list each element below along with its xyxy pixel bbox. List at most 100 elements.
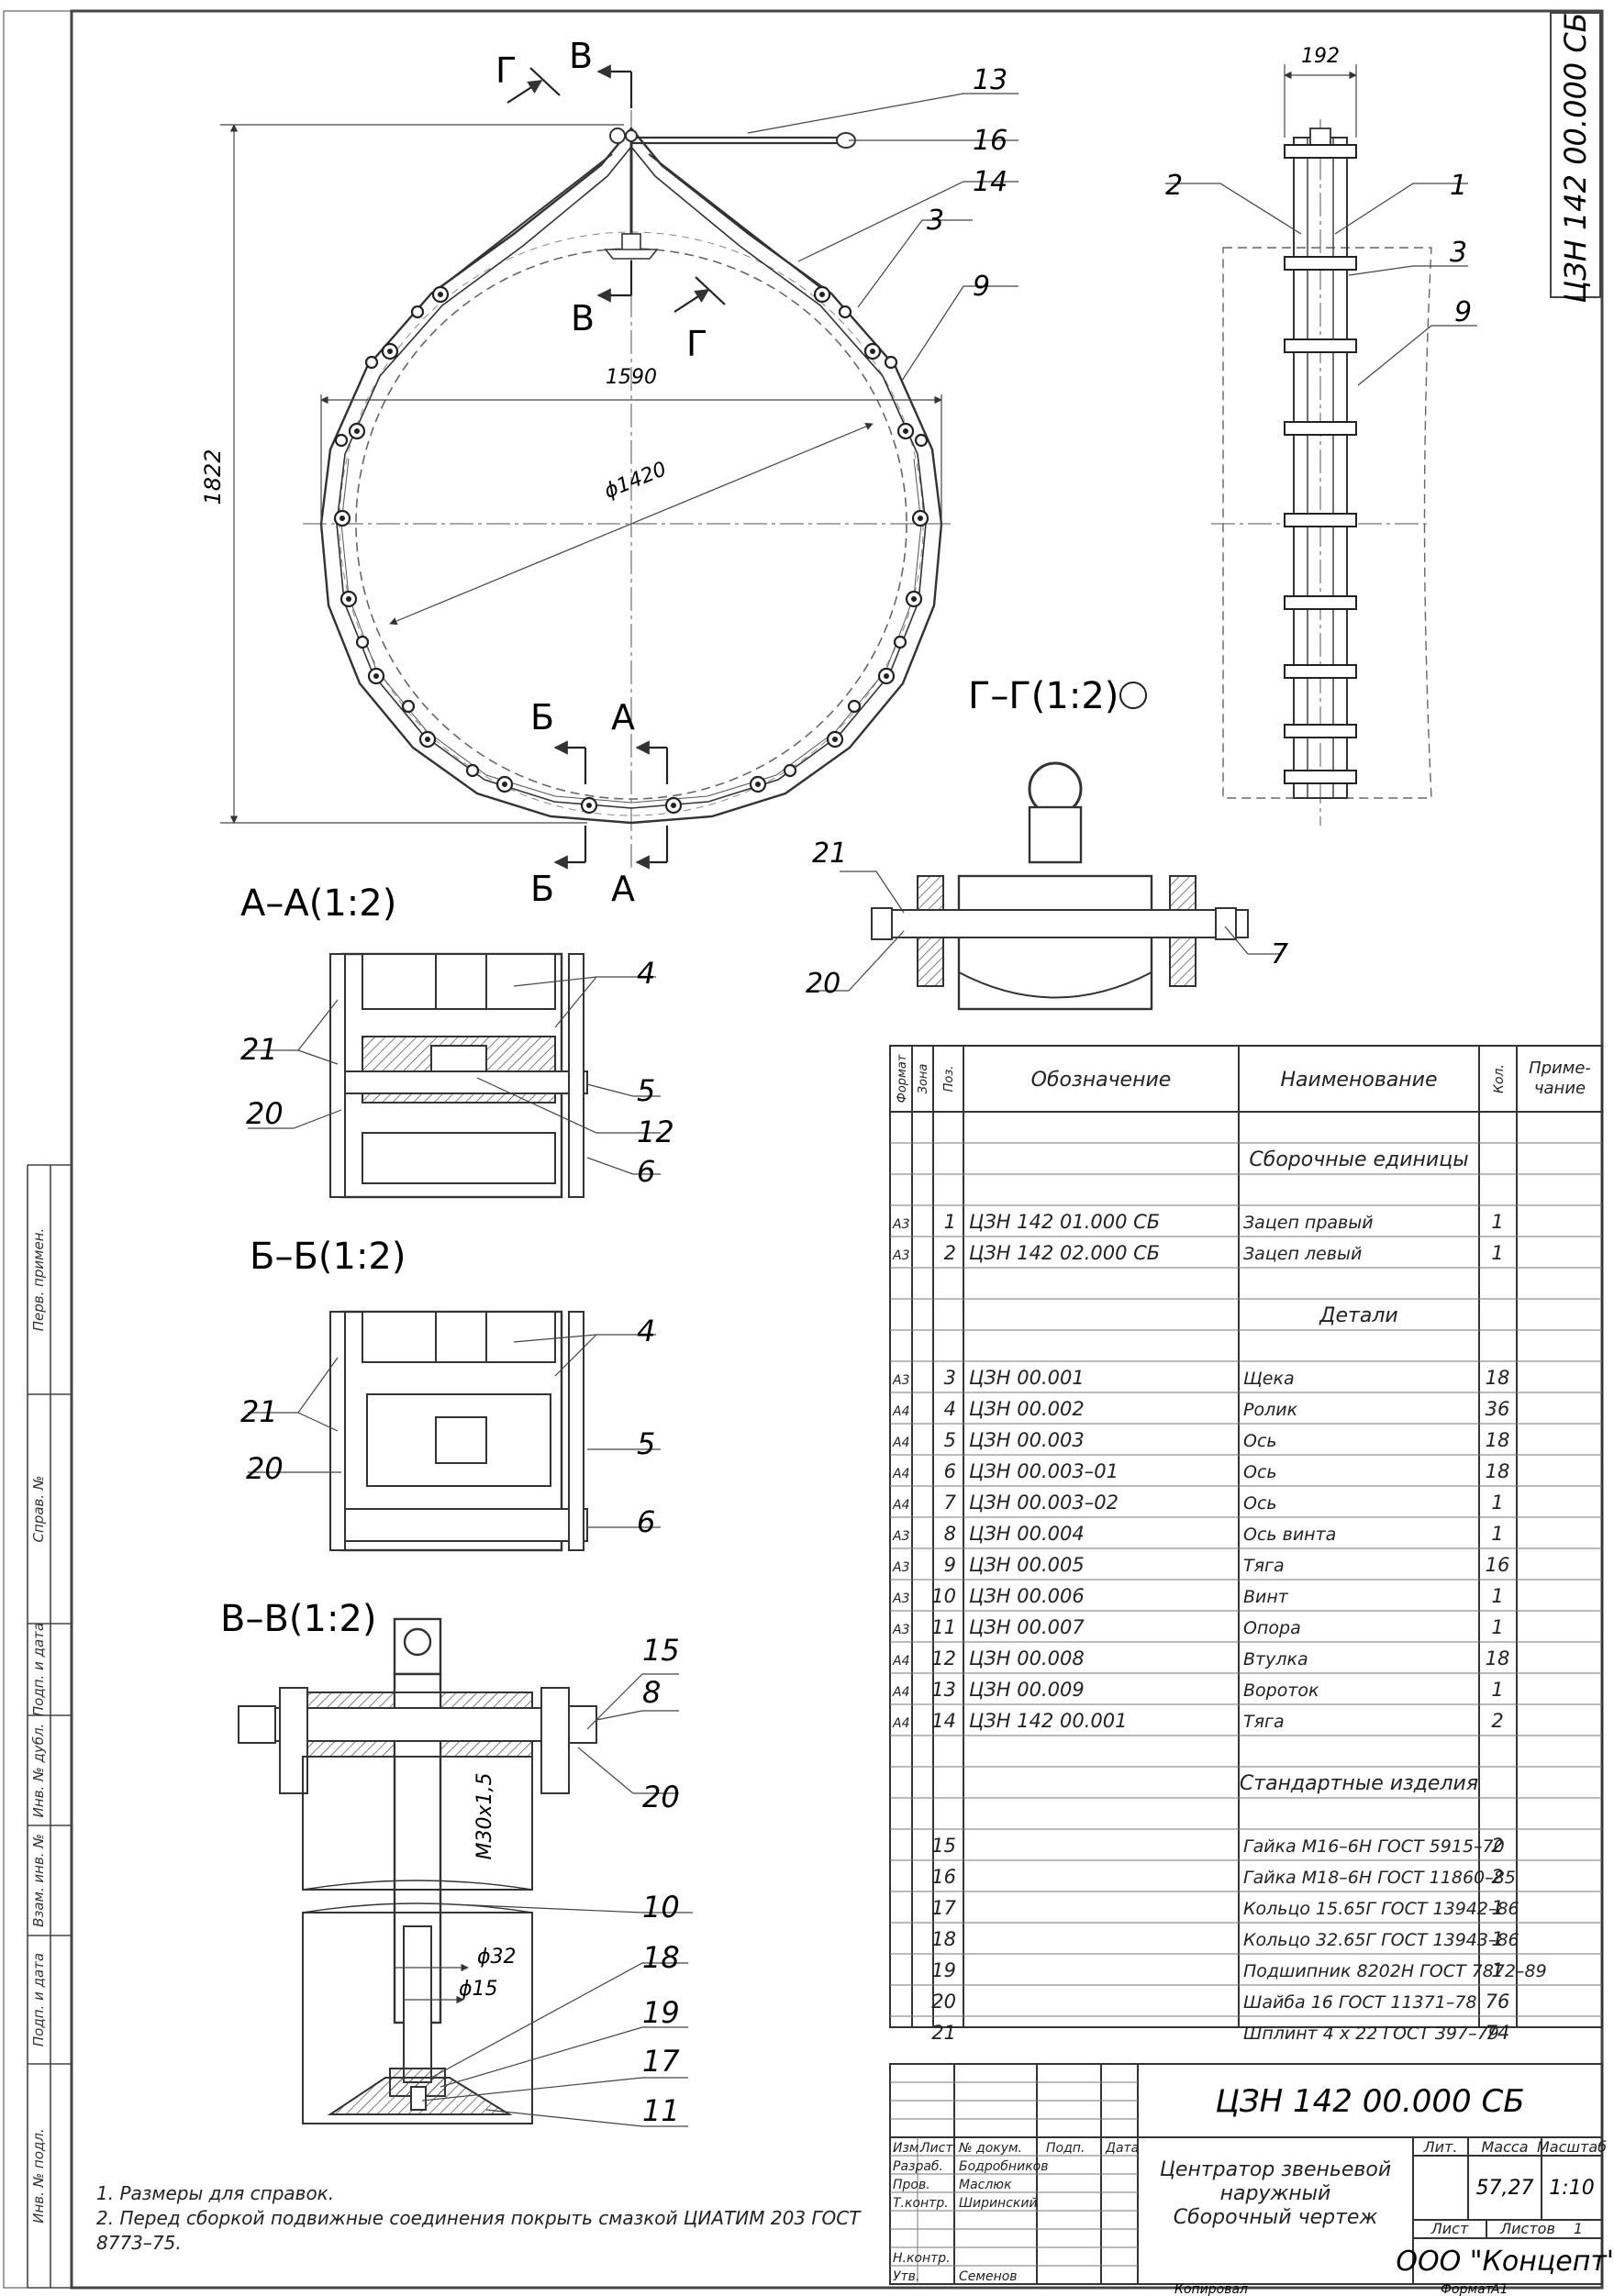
- spec-group-heading: Сборочные единицы: [1249, 1148, 1468, 1171]
- spec-cell-designation: ЦЗН 00.008: [969, 1647, 1085, 1669]
- spec-cell-pos: 8: [944, 1523, 956, 1545]
- callout-5-aa: 5: [637, 1073, 655, 1108]
- specification-table: Формат Зона Поз. Обозначение Наименовани…: [889, 1045, 1603, 2044]
- spec-header-note-1: Приме-: [1529, 1059, 1591, 1078]
- top-right-code-stamp: ЦЗН 142 00.000 СБ: [1550, 12, 1601, 304]
- spec-cell-qty: 18: [1486, 1460, 1510, 1482]
- spec-cell-designation: ЦЗН 00.005: [969, 1554, 1085, 1576]
- spec-cell-designation: ЦЗН 00.002: [969, 1398, 1085, 1420]
- side-label-perv-primen: Перв. примен.: [30, 1228, 47, 1332]
- dim-1590: 1590: [606, 366, 657, 389]
- spec-cell-pos: 21: [931, 2022, 956, 2044]
- spec-cell-name: Тяга: [1243, 1556, 1285, 1576]
- callout-21-bb: 21: [240, 1394, 278, 1429]
- spec-cell-pos: 11: [931, 1616, 956, 1638]
- dim-192: 192: [1301, 45, 1340, 68]
- tb-role-tkontr: Т.контр.: [893, 2196, 949, 2211]
- spec-cell-format: A4: [892, 1654, 909, 1669]
- tb-mass-value: 57,27: [1476, 2177, 1534, 2200]
- tb-format-value: А1: [1490, 2282, 1508, 2296]
- spec-cell-pos: 10: [931, 1585, 956, 1607]
- dim-1420: ϕ1420: [601, 458, 670, 504]
- note-1: 1. Размеры для справок.: [96, 2182, 334, 2204]
- spec-cell-pos: 2: [944, 1242, 956, 1264]
- spec-header-pos: Поз.: [942, 1066, 956, 1093]
- spec-cell-format: A3: [892, 1592, 909, 1606]
- spec-cell-qty: 18: [1486, 1367, 1510, 1389]
- section-mark-b-bottom: Б: [530, 869, 554, 909]
- spec-cell-qty: 2: [1491, 1835, 1503, 1857]
- spec-cell-qty: 1: [1491, 1897, 1503, 1919]
- spec-cell-format: A4: [892, 1685, 909, 1700]
- spec-cell-format: A4: [892, 1467, 909, 1481]
- section-mark-a-bottom: А: [611, 869, 635, 909]
- callout-9-side: 9: [1454, 296, 1472, 328]
- section-a-a-title: А–А(1:2): [240, 882, 396, 925]
- spec-header-format: Формат: [896, 1054, 909, 1103]
- callout-3-side: 3: [1450, 237, 1467, 269]
- spec-cell-name: Гайка М16–6Н ГОСТ 5915–70: [1243, 1836, 1505, 1857]
- section-mark-a-top: А: [611, 697, 635, 738]
- tb-name-razrab: Бодробников: [959, 2159, 1048, 2174]
- tb-name-tkontr: Ширинский: [959, 2196, 1038, 2211]
- section-g-g-title: Г–Г(1:2): [968, 675, 1119, 717]
- tb-col-ndok: № докум.: [958, 2141, 1022, 2156]
- callout-5-bb: 5: [637, 1426, 655, 1461]
- tb-massa: Масса: [1481, 2138, 1528, 2156]
- spec-cell-name: Зацеп левый: [1243, 1244, 1362, 1264]
- spec-cell-name: Тяга: [1243, 1712, 1285, 1732]
- section-mark-v-top: В: [569, 36, 593, 76]
- section-v-v: В–В(1:2): [220, 1598, 693, 2128]
- spec-group-heading: Детали: [1319, 1304, 1397, 1327]
- side-label-inv-dubl: Инв. № дубл.: [30, 1724, 47, 1818]
- side-view: 192 2 1 3 9: [1165, 45, 1477, 826]
- callout-16: 16: [973, 125, 1007, 157]
- spec-cell-name: Вороток: [1243, 1680, 1319, 1701]
- callout-20-bb: 20: [246, 1451, 284, 1486]
- spec-cell-format: A3: [892, 1623, 909, 1637]
- spec-cell-name: Ось: [1243, 1462, 1277, 1482]
- spec-cell-qty: 36: [1486, 1398, 1510, 1420]
- spec-cell-name: Гайка М18–6Н ГОСТ 11860–85: [1243, 1868, 1516, 1888]
- tb-listov: Листов: [1499, 2220, 1555, 2237]
- tb-col-podp: Подп.: [1046, 2141, 1085, 2156]
- spec-cell-name: Ось: [1243, 1493, 1277, 1514]
- tb-format: Формат: [1441, 2282, 1494, 2296]
- callout-18: 18: [642, 1940, 680, 1975]
- section-mark-b-top: Б: [530, 697, 554, 738]
- spec-cell-designation: ЦЗН 142 00.001: [969, 1710, 1127, 1732]
- spec-cell-pos: 5: [944, 1429, 956, 1451]
- callout-15: 15: [642, 1633, 680, 1668]
- callout-12: 12: [637, 1115, 674, 1149]
- spec-header-qty: Кол.: [1492, 1064, 1507, 1093]
- spec-cell-qty: 1: [1491, 1211, 1503, 1233]
- spec-cell-designation: ЦЗН 00.001: [969, 1367, 1085, 1389]
- spec-cell-pos: 14: [931, 1710, 956, 1732]
- callout-1-side: 1: [1450, 170, 1467, 202]
- spec-cell-name: Ось винта: [1243, 1525, 1336, 1545]
- callout-10: 10: [642, 1890, 680, 1924]
- section-b-b-title: Б–Б(1:2): [250, 1236, 406, 1278]
- tb-role-utv: Утв.: [893, 2269, 919, 2284]
- callout-11: 11: [642, 2093, 680, 2128]
- spec-cell-qty: 1: [1491, 1928, 1503, 1950]
- dim-m30: M30x1,5: [473, 1773, 496, 1860]
- spec-cell-qty: 1: [1491, 1959, 1503, 1981]
- callout-3-main: 3: [927, 205, 944, 237]
- tb-col-data: Дата: [1105, 2141, 1139, 2156]
- tb-kopiroval: Копировал: [1174, 2282, 1248, 2296]
- dim-d32: ϕ32: [477, 1946, 517, 1969]
- spec-cell-name: Кольцо 15.65Г ГОСТ 13942–86: [1243, 1899, 1519, 1919]
- spec-cell-name: Шплинт 4 х 22 ГОСТ 397–79: [1243, 2024, 1499, 2044]
- spec-cell-designation: ЦЗН 142 01.000 СБ: [969, 1211, 1160, 1233]
- spec-cell-pos: 17: [931, 1897, 956, 1919]
- spec-cell-designation: ЦЗН 00.007: [969, 1616, 1085, 1638]
- spec-cell-pos: 18: [931, 1928, 956, 1950]
- spec-cell-format: A4: [892, 1404, 909, 1419]
- spec-cell-qty: 2: [1491, 1866, 1503, 1888]
- callout-21-gg: 21: [812, 837, 847, 870]
- spec-cell-designation: ЦЗН 00.003: [969, 1429, 1085, 1451]
- section-mark-v-bottom: В: [571, 298, 595, 338]
- section-b-b: Б–Б(1:2) 21 20 4 5 6: [240, 1236, 661, 1552]
